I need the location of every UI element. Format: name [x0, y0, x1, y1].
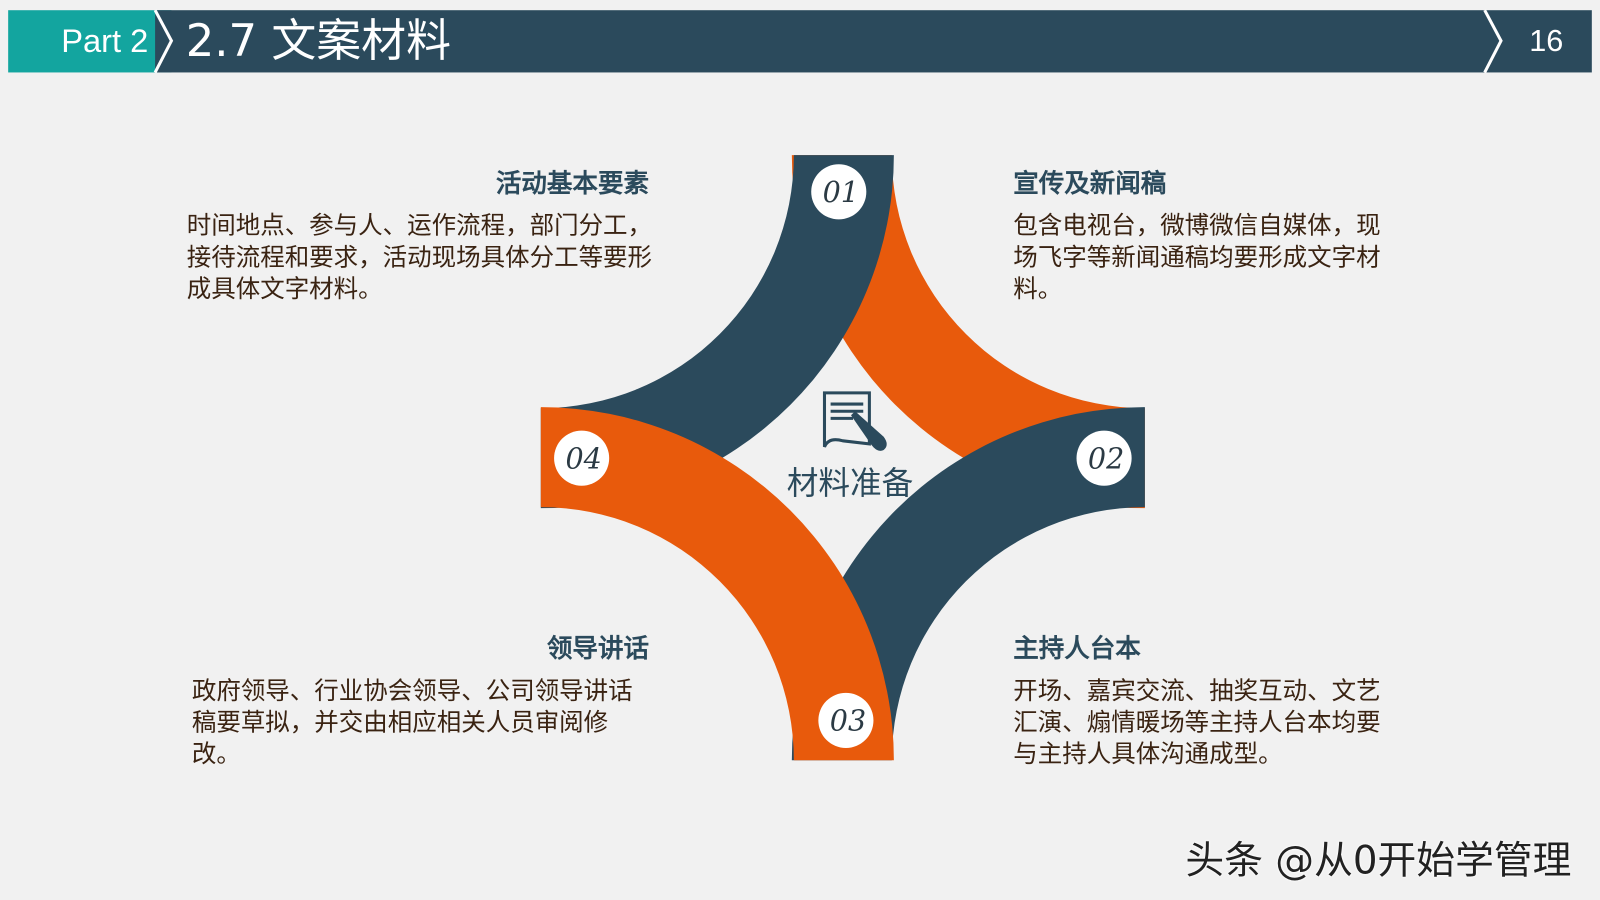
page-number: 16: [1529, 24, 1564, 59]
item-03-title: 主持人台本: [1013, 633, 1141, 664]
number-badge-01: [811, 164, 867, 220]
item-04-title: 领导讲话: [546, 633, 649, 664]
page-title: 2.7 文案材料: [185, 15, 451, 68]
number-badge-03: [818, 692, 874, 748]
item-01-body: 时间地点、参与人、运作流程，部门分工，接待流程和要求，活动现场具体分工等要形成具…: [186, 211, 653, 304]
item-02-title: 宣传及新闻稿: [1013, 168, 1167, 198]
number-badge-04: [554, 430, 610, 486]
part-label: Part 2: [8, 10, 172, 73]
number-label: 04: [565, 441, 601, 475]
title-bar: [155, 10, 1592, 73]
item-03-body: 开场、嘉宾交流、抽奖互动、文艺汇演、煽情暖场等主持人台本均要与主持人具体沟通成型…: [1013, 676, 1381, 769]
arc-04: [540, 407, 894, 761]
center-label: 材料准备: [786, 465, 914, 503]
item-04-body: 政府领导、行业协会领导、公司领导讲话稿要草拟，并交由相应相关人员审阅修改。: [191, 676, 633, 769]
chevron-left-icon: [153, 9, 174, 74]
item-02-body: 包含电视台，微博微信自媒体，现场飞字等新闻通稿均要形成文字材料。: [1013, 211, 1381, 304]
item-01-title: 活动基本要素: [495, 168, 649, 198]
number-label: 02: [1088, 441, 1124, 475]
number-label: 03: [830, 704, 866, 738]
number-label: 01: [823, 175, 859, 209]
watermark: 头条 @从0开始学管理: [1185, 837, 1572, 883]
chevron-right-icon: [1483, 9, 1503, 74]
number-badge-02: [1076, 430, 1132, 486]
